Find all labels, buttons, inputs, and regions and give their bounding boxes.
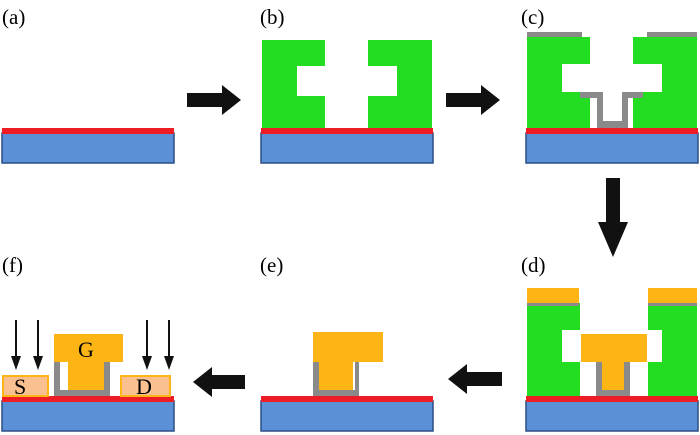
panel-d-dielectric-under-left	[527, 303, 579, 306]
panel-c-dielectric-top-left	[527, 32, 582, 37]
panel-f-drain-region	[120, 375, 171, 397]
source-label: S	[14, 374, 26, 399]
panel-d-resist-right	[648, 303, 697, 396]
panel-c-label: (c)	[521, 5, 544, 29]
panel-b-resist-right	[368, 40, 432, 128]
panel-d-dielectric-liner	[596, 362, 630, 396]
panel-d-dielectric-under-right	[648, 303, 697, 306]
panel-f-label: (f)	[2, 253, 23, 277]
panel-e: (e)	[260, 253, 434, 432]
panel-f-dielectric-liner	[54, 362, 110, 396]
panel-c-channel-layer	[526, 128, 698, 134]
panel-d: (d)	[521, 253, 699, 432]
panel-b-channel-layer	[261, 128, 433, 134]
panel-d-metal-top-left	[527, 288, 579, 303]
panel-f-substrate	[1, 400, 175, 432]
implant-arrow-4	[164, 320, 174, 370]
arrow-c-to-d	[598, 178, 628, 257]
panel-d-metal-top-right	[648, 288, 697, 303]
implant-arrow-3	[142, 320, 152, 370]
panel-e-label: (e)	[260, 253, 283, 277]
panel-f: (f) S G D	[1, 253, 175, 432]
panel-b-resist-left	[262, 40, 325, 128]
implant-arrow-1	[11, 320, 21, 370]
panel-e-substrate	[260, 400, 434, 432]
panel-b-label: (b)	[260, 5, 285, 29]
panel-b: (b)	[260, 5, 434, 164]
panel-a-label: (a)	[2, 5, 25, 29]
panel-c-dielectric-trench	[580, 92, 643, 128]
panel-a: (a)	[1, 5, 175, 164]
implant-arrow-2	[33, 320, 43, 370]
arrow-a-to-b	[187, 85, 241, 115]
panel-e-channel-layer	[261, 396, 433, 402]
panel-f-metal-gate	[54, 334, 123, 390]
panel-d-metal-gate	[581, 334, 647, 390]
panel-d-label: (d)	[521, 253, 546, 277]
panel-e-metal-gate	[313, 332, 383, 390]
panel-f-source-region	[2, 375, 49, 397]
panel-c: (c)	[521, 5, 699, 164]
panel-d-channel-layer	[526, 396, 698, 402]
panel-b-substrate	[260, 132, 434, 164]
arrow-e-to-f	[193, 367, 245, 397]
arrow-d-to-e	[448, 364, 502, 394]
panel-c-resist-left	[527, 37, 590, 128]
panel-f-channel-layer	[2, 396, 174, 402]
drain-label: D	[136, 374, 152, 399]
panel-c-dielectric-top-right	[647, 32, 697, 37]
panel-e-dielectric-liner	[313, 362, 359, 396]
arrow-b-to-c	[446, 85, 500, 115]
panel-c-substrate	[525, 132, 699, 164]
panel-a-channel-layer	[2, 128, 174, 134]
gate-label: G	[78, 337, 94, 362]
panel-c-resist-right	[633, 37, 697, 128]
panel-d-resist-left	[527, 303, 580, 396]
panel-a-substrate	[1, 132, 175, 164]
panel-d-substrate	[525, 400, 699, 432]
